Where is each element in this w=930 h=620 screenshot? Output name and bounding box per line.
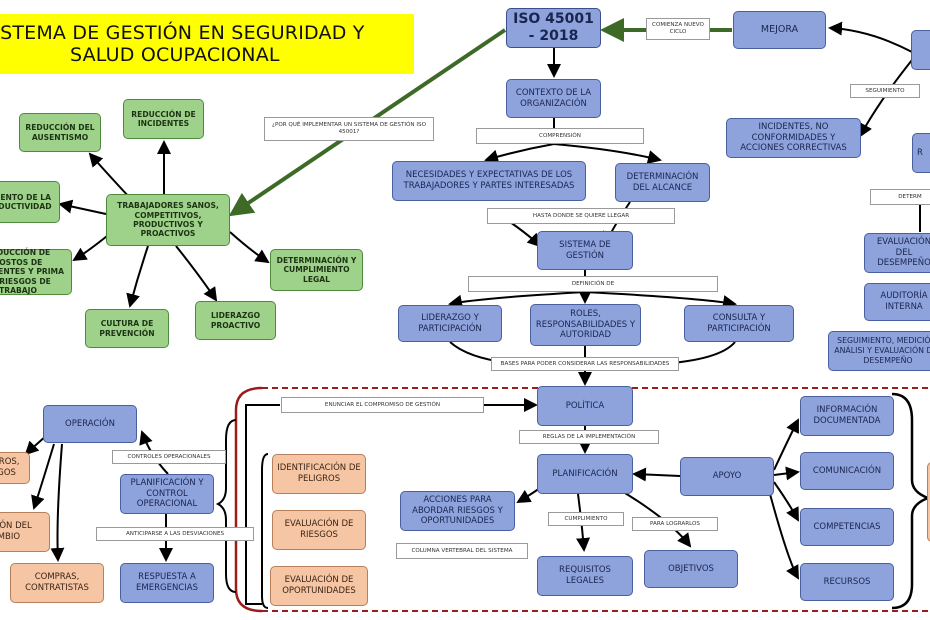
label-determ-partial: DETERM: [870, 189, 930, 205]
arrow-right-incidentes: [859, 59, 913, 138]
node-incidentes-red: REDUCCIÓN DE INCIDENTES: [123, 99, 204, 139]
label-hasta-donde: HASTA DONDE SE QUIERE LLEGAR: [487, 208, 675, 224]
arrow-apoyo-comunicacion: [773, 466, 800, 481]
node-contexto: CONTEXTO DE LA ORGANIZACIÓN: [506, 79, 601, 118]
arrow-trab-productividad: [58, 199, 107, 215]
title-line-2: SALUD OCUPACIONAL: [70, 44, 280, 66]
arrow-trab-cultura: [126, 245, 149, 308]
diagram-title: SISTEMA DE GESTIÓN EN SEGURIDAD Y SALUD …: [0, 14, 414, 74]
label-seguimiento: SEGUIMIENTO: [850, 84, 920, 98]
node-roles: ROLES, RESPONSABILIDADES Y AUTORIDAD: [530, 304, 641, 346]
label-enunciar: ENUNCIAR EL COMPROMISO DE GESTIÓN: [281, 397, 484, 413]
node-seguimiento-medicion: SEGUIMIENTO, MEDICIÓN, ANÁLISI Y EVALUAC…: [828, 331, 930, 371]
arrow-trab-cumplimiento: [229, 231, 270, 264]
frame-left-bracket: [234, 386, 263, 613]
arrow-apoyo-recursos: [769, 493, 799, 580]
node-info-documentada: INFORMACIÓN DOCUMENTADA: [800, 396, 894, 436]
node-liderazgo: LIDERAZGO Y PARTICIPACIÓN: [398, 305, 502, 342]
node-costos: REDUCCIÓN DE COSTOS DE ACCIDENTES Y PRIM…: [0, 248, 72, 295]
node-productividad: AUMENTO DE LA PRODUCTIVIDAD: [0, 181, 60, 223]
right-brace: [891, 392, 930, 610]
title-line-1: SISTEMA DE GESTIÓN EN SEGURIDAD Y: [0, 22, 365, 44]
node-competencias: COMPETENCIAS: [800, 508, 894, 546]
node-respuesta: RESPUESTA A EMERGENCIAS: [120, 563, 214, 603]
arrow-operacion-cambio: [31, 443, 55, 510]
node-requisitos: REQUISITOS LEGALES: [537, 556, 633, 596]
node-liderazgo-proactivo: LIDERAZGO PROACTIVO: [195, 301, 276, 340]
arrow-apoyo-info: [773, 418, 799, 471]
node-compras: COMPRAS, CONTRATISTAS: [10, 563, 104, 603]
node-cambio: GESTIÓN DEL CAMBIO: [0, 512, 50, 552]
node-cultura: CULTURA DE PREVENCIÓN: [85, 309, 169, 348]
label-columna: COLUMNA VERTEBRAL DEL SISTEMA: [396, 543, 528, 559]
node-evaluacion-desempeno: EVALUACIÓN DEL DESEMPEÑO: [864, 233, 930, 273]
node-politica: POLÍTICA: [537, 386, 633, 426]
arrow-trab-ausentismo: [88, 152, 131, 199]
label-comprension: COMPRENSIÓN: [476, 128, 644, 144]
brace-peligros: [261, 453, 269, 609]
node-right-r-partial: R: [912, 133, 930, 173]
node-peligros-left: PELIGROS, RIESGOS: [0, 452, 30, 484]
node-recursos: RECURSOS: [800, 563, 894, 601]
node-peligros: IDENTIFICACIÓN DE PELIGROS: [272, 454, 366, 494]
node-operacion: OPERACIÓN: [43, 405, 137, 443]
node-ausentismo: REDUCCIÓN DEL AUSENTISMO: [19, 113, 101, 152]
label-bases: BASES PARA PODER CONSIDERAR LAS RESPONSA…: [491, 357, 679, 371]
label-para-lograrlos: PARA LOGRARLOS: [632, 517, 718, 531]
node-planificacion: PLANIFICACIÓN: [537, 454, 633, 494]
line-enunciar-bracket: [245, 404, 280, 605]
node-eval-oportunidades: EVALUACIÓN DE OPORTUNIDADES: [270, 566, 368, 606]
arrow-right-mejora: [828, 21, 913, 53]
node-iso-45001: ISO 45001 - 2018: [506, 8, 601, 48]
node-sistema: SISTEMA DE GESTIÓN: [537, 231, 633, 270]
node-eval-riesgos: EVALUACIÓN DE RIESGOS: [272, 510, 366, 550]
node-trabajadores: TRABAJADORES SANOS, COMPETITIVOS, PRODUC…: [106, 194, 230, 246]
arrow-comprension-necesidades: [484, 143, 555, 164]
label-controles: CONTROLES OPERACIONALES: [112, 450, 226, 464]
node-alcance: DETERMINACIÓN DEL ALCANCE: [615, 163, 710, 202]
label-definicion: DEFINICIÓN DE: [468, 276, 718, 292]
label-reglas: REGLAS DE LA IMPLEMENTACIÓN: [519, 430, 659, 444]
node-comunicacion: COMUNICACIÓN: [800, 452, 894, 490]
brace-left-outer: [215, 419, 237, 593]
node-cumplimiento-legal: DETERMINACIÓN Y CUMPLIMIENTO LEGAL: [270, 249, 363, 291]
node-necesidades: NECESIDADES Y EXPECTATIVAS DE LOS TRABAJ…: [392, 161, 586, 201]
arrow-necesidades-sistema: [509, 221, 542, 248]
node-acciones: ACCIONES PARA ABORDAR RIESGOS Y OPORTUNI…: [400, 491, 515, 531]
arrow-def-liderazgo: [448, 291, 586, 309]
node-mejora: MEJORA: [733, 11, 826, 49]
node-plan-control: PLANIFICACIÓN Y CONTROL OPERACIONAL: [120, 474, 214, 514]
label-porque: ¿POR QUÉ IMPLEMENTAR UN SISTEMA DE GESTI…: [264, 117, 434, 141]
arrow-def-consulta: [584, 291, 737, 309]
arrow-comprension-alcance: [553, 143, 662, 164]
node-consulta: CONSULTA Y PARTICIPACIÓN: [684, 305, 794, 342]
label-anticiparse: ANTICIPARSE A LAS DESVIACIONES: [96, 527, 254, 541]
label-cumplimiento: CUMPLIMIENTO: [548, 512, 624, 526]
arrow-apoyo-competencias: [773, 481, 799, 522]
node-auditoria: AUDITORÍA INTERNA: [864, 283, 930, 321]
arrow-apoyo-planificacion: [632, 467, 681, 482]
node-objetivos: OBJETIVOS: [644, 550, 738, 588]
node-incidentes: INCIDENTES, NO CONFORMIDADES Y ACCIONES …: [726, 118, 861, 158]
arrow-trab-liderazgo: [175, 245, 218, 302]
node-apoyo: APOYO: [680, 457, 774, 496]
arrow-operacion-compras: [50, 443, 65, 562]
node-right-partial-top: [911, 30, 930, 70]
label-comienza: COMIENZA NUEVO CICLO: [646, 18, 710, 40]
